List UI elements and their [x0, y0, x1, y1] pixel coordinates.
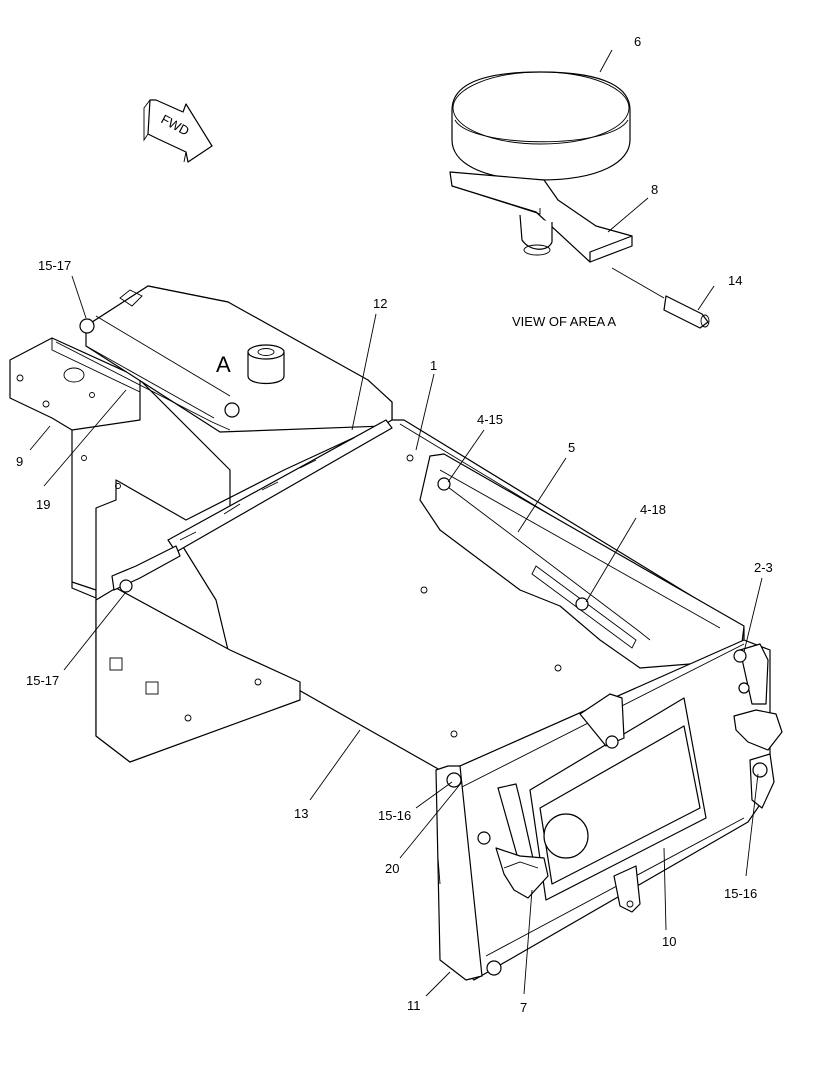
callout-8: 8 — [651, 182, 658, 197]
callout-13: 13 — [294, 806, 308, 821]
front-bracket — [579, 693, 625, 749]
callout-15-17-top: 15-17 — [38, 258, 71, 273]
callout-14: 14 — [728, 273, 742, 288]
view-title: VIEW OF AREA A — [512, 314, 616, 329]
pin-part — [611, 267, 710, 329]
callout-9: 9 — [16, 454, 23, 469]
latch-handle-left — [495, 783, 549, 899]
callout-12: 12 — [373, 296, 387, 311]
callout-20: 20 — [385, 861, 399, 876]
hinge-rod — [111, 419, 393, 591]
callout-4-15: 4-15 — [477, 412, 503, 427]
callout-19: 19 — [36, 497, 50, 512]
callout-1: 1 — [430, 358, 437, 373]
leader-lines — [29, 49, 763, 997]
callout-15-16-right: 15-16 — [724, 886, 757, 901]
seat-slide-rail — [419, 453, 745, 669]
callout-2-3: 2-3 — [754, 560, 773, 575]
callout-6: 6 — [634, 34, 641, 49]
area-a-label: A — [216, 352, 231, 377]
callout-15-16-mid: 15-16 — [378, 808, 411, 823]
callout-11: 11 — [407, 998, 421, 1013]
mounting-bracket-part — [449, 171, 633, 263]
front-side-plate — [435, 765, 483, 981]
callout-7: 7 — [520, 1000, 527, 1015]
callout-5: 5 — [568, 440, 575, 455]
top-hinged-panel — [55, 285, 393, 433]
left-side-plate — [95, 587, 301, 763]
callout-4-18: 4-18 — [640, 502, 666, 517]
seat-mount-stud — [247, 344, 285, 385]
fwd-arrow-icon — [143, 99, 213, 163]
callout-15-17-left: 15-17 — [26, 673, 59, 688]
callout-10: 10 — [662, 934, 676, 949]
seat-cushion-part — [451, 71, 631, 181]
